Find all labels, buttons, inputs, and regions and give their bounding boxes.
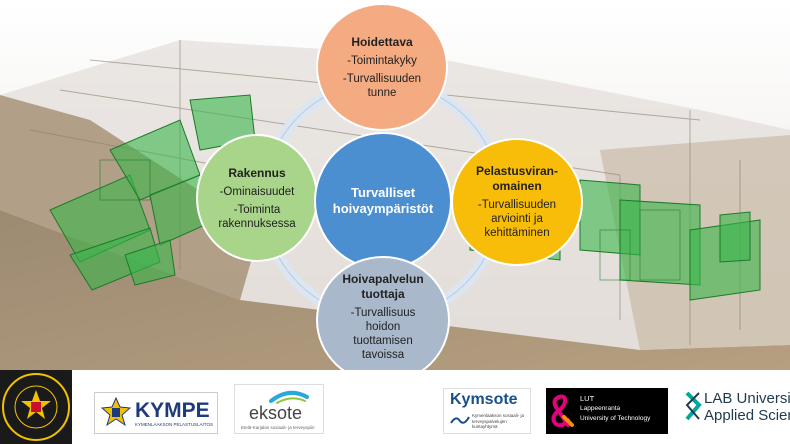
kympe-star-icon <box>101 397 131 427</box>
lut-line-1: Lappeenranta <box>580 405 621 412</box>
hoidettava-title: Hoidettava <box>351 34 413 49</box>
logo-strip: KYMPE KYMENLAAKSON PELASTUSLAITOS eksote… <box>0 370 790 444</box>
hoidettava-item-1: -Toimintakyky <box>347 54 417 67</box>
lut-line-2: University of Technology <box>580 415 651 422</box>
pelastusviranomainen-title: Pelastusviran-omainen <box>475 164 559 193</box>
pelastusviranomainen-item-1: -Turvallisuuden arviointi ja kehittämine… <box>477 199 557 239</box>
hoivapalvelun-tuottaja-title: Hoivapalvelun tuottaja <box>342 272 424 301</box>
lut-name: LUT <box>580 394 595 403</box>
center-title: Turvalliset hoivaympäristöt <box>332 185 434 216</box>
circle-pelastusviranomainen: Pelastusviran-omainen -Turvallisuuden ar… <box>451 138 583 266</box>
pelastuslaitos-etela-karjala-logo <box>0 370 72 444</box>
circle-rakennus: Rakennus -Ominaisuudet -Toiminta rakennu… <box>196 134 318 262</box>
lab-mark-icon <box>685 391 702 421</box>
eksote-swoosh-icon <box>269 390 309 404</box>
kymsote-wave-icon <box>450 416 470 424</box>
lab-line-1: LAB University of <box>704 390 790 407</box>
circle-hoidettava: Hoidettava -Toimintakyky -Turvallisuuden… <box>316 3 448 131</box>
rakennus-item-2: -Toiminta rakennuksessa <box>218 203 296 230</box>
lab-line-2: Applied Sciences <box>704 407 790 424</box>
lut-ampersand-icon <box>551 394 574 428</box>
pelastuslaitos-emblem-icon <box>2 373 70 441</box>
rakennus-item-1: -Ominaisuudet <box>219 185 295 198</box>
eksote-logo: eksote Etelä-Karjalan sosiaali- ja terve… <box>234 384 324 434</box>
kympe-logo: KYMPE KYMENLAAKSON PELASTUSLAITOS <box>94 392 218 434</box>
eksote-subtitle: Etelä-Karjalan sosiaali- ja terveyspiiri <box>241 425 315 430</box>
lab-university-logo: LAB University of Applied Sciences <box>682 386 790 436</box>
circle-turvalliset-hoivaymparistot: Turvalliset hoivaympäristöt <box>314 132 452 270</box>
kymsote-name: Kymsote <box>450 391 518 408</box>
hoivapalvelun-tuottaja-item-1: -Turvallisuus hoidon tuottamisen tavoiss… <box>350 307 416 361</box>
kymsote-logo: Kymsote Kymenlaakson sosiaali- ja tervey… <box>443 388 531 434</box>
circle-hoivapalvelun-tuottaja: Hoivapalvelun tuottaja -Turvallisuus hoi… <box>316 256 450 384</box>
kympe-name: KYMPE <box>135 399 210 422</box>
eksote-name: eksote <box>249 403 303 423</box>
hoidettava-item-2: -Turvallisuuden tunne <box>342 72 422 99</box>
lut-logo: LUT Lappeenranta University of Technolog… <box>546 388 668 434</box>
kympe-subtitle: KYMENLAAKSON PELASTUSLAITOS <box>135 422 213 427</box>
kymsote-subtitle: Kymenlaakson sosiaali- ja terveyspalvelu… <box>472 413 525 429</box>
rakennus-title: Rakennus <box>228 165 286 180</box>
